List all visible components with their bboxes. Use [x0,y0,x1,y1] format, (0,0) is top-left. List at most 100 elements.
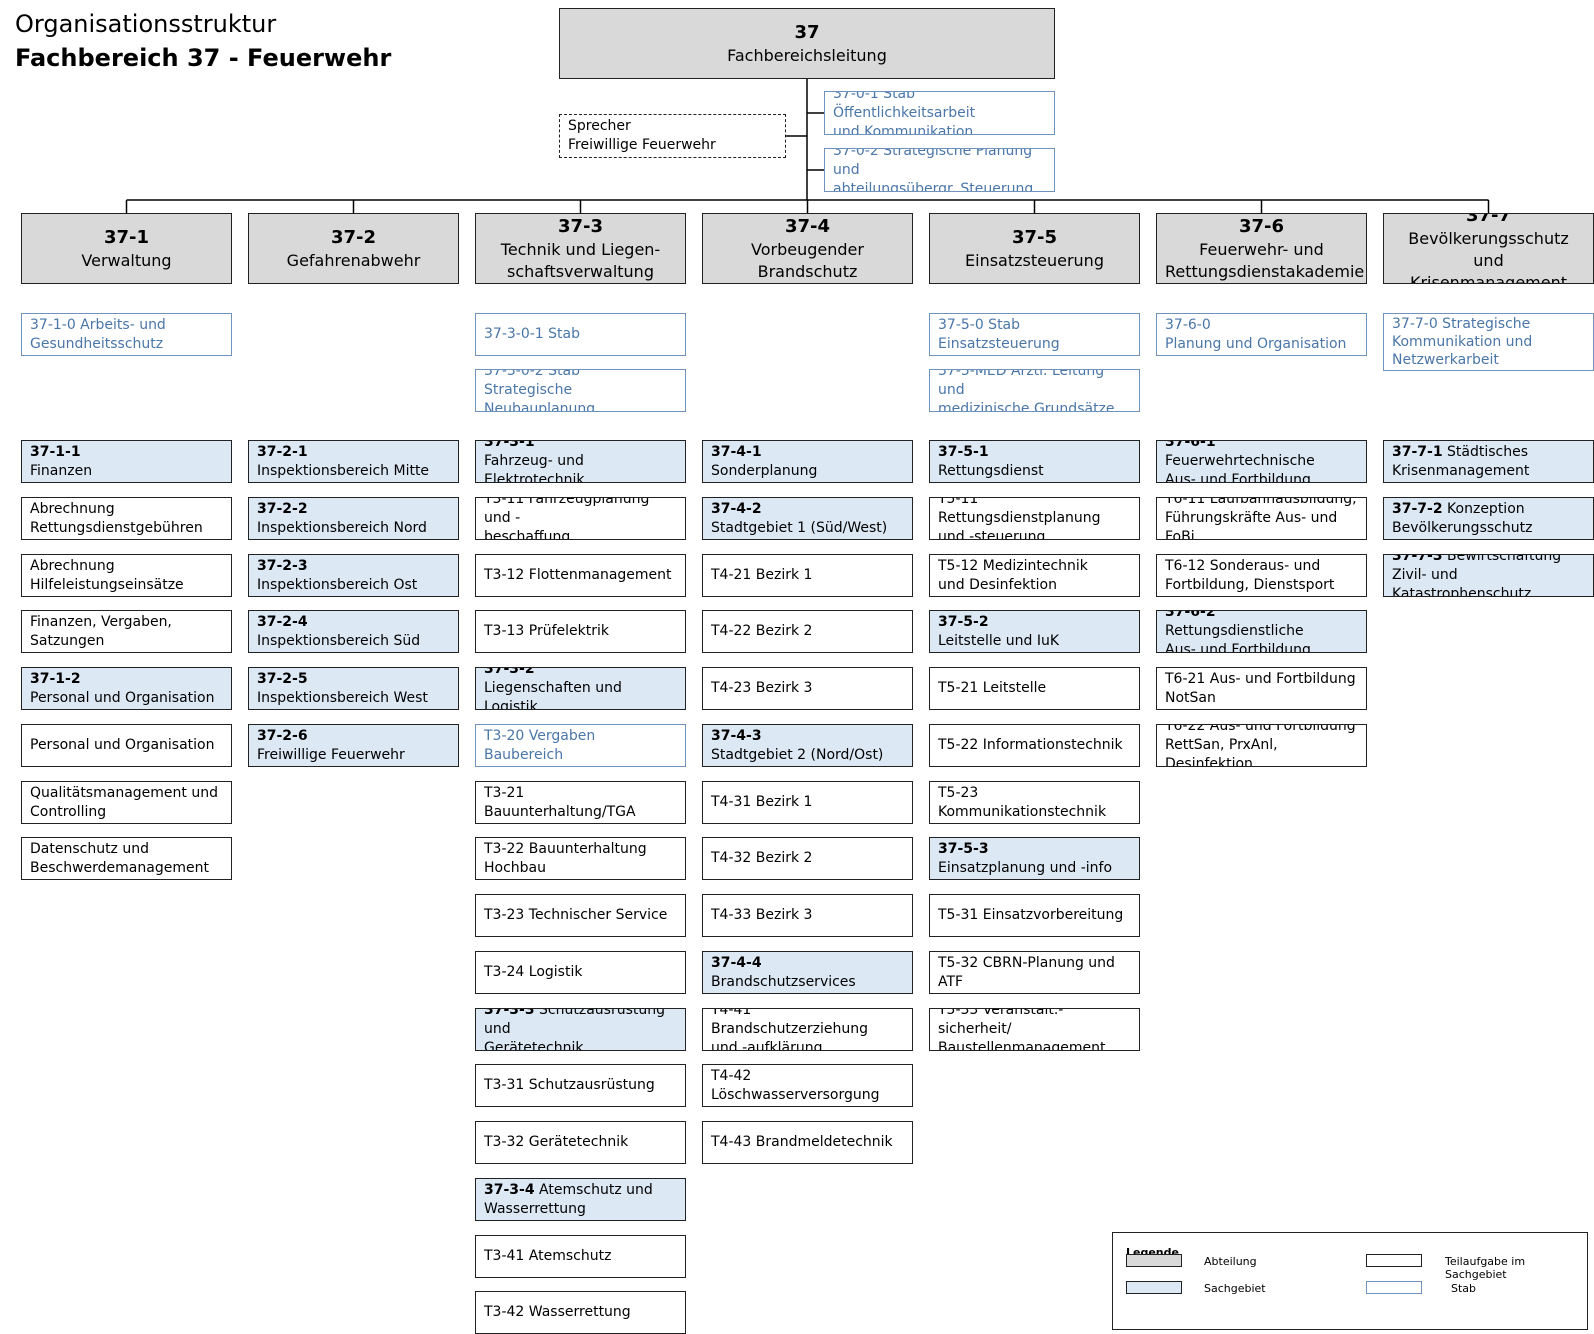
teilaufgabe-box[interactable]: T4-43 Brandmeldetechnik [702,1121,913,1164]
teilaufgabe-box[interactable]: T3-21 Bauunterhaltung/TGA [475,781,686,824]
item-line: Inspektionsbereich Nord [257,519,427,536]
teilaufgabe-box[interactable]: T5-33 Veranstalt.-sicherheit/Baustellenm… [929,1008,1140,1051]
teilaufgabe-box[interactable]: T5-22 Informationstechnik [929,724,1140,767]
item-line: 37-3-1 [484,441,677,452]
department-name: Technik und Liegen- [500,239,661,259]
item-line: Einsatzplanung und -info [938,859,1113,876]
top-stab-1[interactable]: 37-0-1 Stab Öffentlichkeitsarbeit und Ko… [824,91,1055,135]
teilaufgabe-box[interactable]: T3-12 Flottenmanagement [475,554,686,597]
teilaufgabe-box[interactable]: T3-13 Prüfelektrik [475,610,686,653]
teilaufgabe-box[interactable]: T4-32 Bezirk 2 [702,837,913,880]
teilaufgabe-box[interactable]: T4-23 Bezirk 3 [702,667,913,710]
teilaufgabe-box[interactable]: T3-32 Gerätetechnik [475,1121,686,1164]
stab-box[interactable]: T3-20 Vergaben Baubereich [475,724,686,767]
teilaufgabe-box[interactable]: T4-21 Bezirk 1 [702,554,913,597]
teilaufgabe-box[interactable]: T3-41 Atemschutz [475,1235,686,1278]
teilaufgabe-box[interactable]: T3-11 Fahrzeugplanung und -beschaffung [475,497,686,540]
item-line: 37-2-1 [257,443,450,462]
item-code: 37-4-1 [711,443,762,460]
department-name: Feuerwehr- und [1199,239,1324,259]
item-line: T4-31 Bezirk 1 [711,794,813,810]
teilaufgabe-box[interactable]: Finanzen, Vergaben,Satzungen [21,610,232,653]
teilaufgabe-box[interactable]: T4-31 Bezirk 1 [702,781,913,824]
teilaufgabe-box[interactable]: T4-33 Bezirk 3 [702,894,913,937]
sprecher-box[interactable]: Sprecher Freiwillige Feuerwehr [559,114,786,158]
department-code: 37-7 [1465,213,1512,226]
teilaufgabe-box[interactable]: T5-32 CBRN-Planung und ATF [929,951,1140,994]
top-stab-2[interactable]: 37-0-2 Strategische Planung und abteilun… [824,148,1055,192]
teilaufgabe-box[interactable]: T3-31 Schutzausrüstung [475,1064,686,1107]
item-code: 37-1-1 [30,443,81,460]
teilaufgabe-box[interactable]: T4-22 Bezirk 2 [702,610,913,653]
teilaufgabe-box[interactable]: T5-31 Einsatzvorbereitung [929,894,1140,937]
item-text: Rettungsdienstliche [1165,623,1304,639]
department-name: Vorbeugender [751,239,864,259]
stab-line: 37-0-2 Strategische Planung und [833,148,1033,178]
teilaufgabe-box[interactable]: T6-11 Laufbahnausbildung,Führungskräfte … [1156,497,1367,540]
item-line: T5-33 Veranstalt.-sicherheit/ [938,1008,1064,1037]
top-box[interactable]: 37 Fachbereichsleitung [559,8,1055,79]
teilaufgabe-box[interactable]: Personal und Organisation [21,724,232,767]
teilaufgabe-box[interactable]: T3-24 Logistik [475,951,686,994]
item-line: 37-4-1 [711,443,904,462]
teilaufgabe-box[interactable]: T3-23 Technischer Service [475,894,686,937]
stab-line: Planung und Organisation [1165,335,1347,352]
stab-box[interactable]: 37-3-0-1 Stab [475,313,686,356]
teilaufgabe-box[interactable]: T4-42 Löschwasserversorgung [702,1064,913,1107]
item-text: Städtisches [1442,443,1529,460]
item-code: 37-5-3 [938,840,989,857]
item-code: 37-2-5 [257,670,308,687]
teilaufgabe-box[interactable]: T5-21 Leitstelle [929,667,1140,710]
teilaufgabe-box[interactable]: T3-42 Wasserrettung [475,1291,686,1334]
